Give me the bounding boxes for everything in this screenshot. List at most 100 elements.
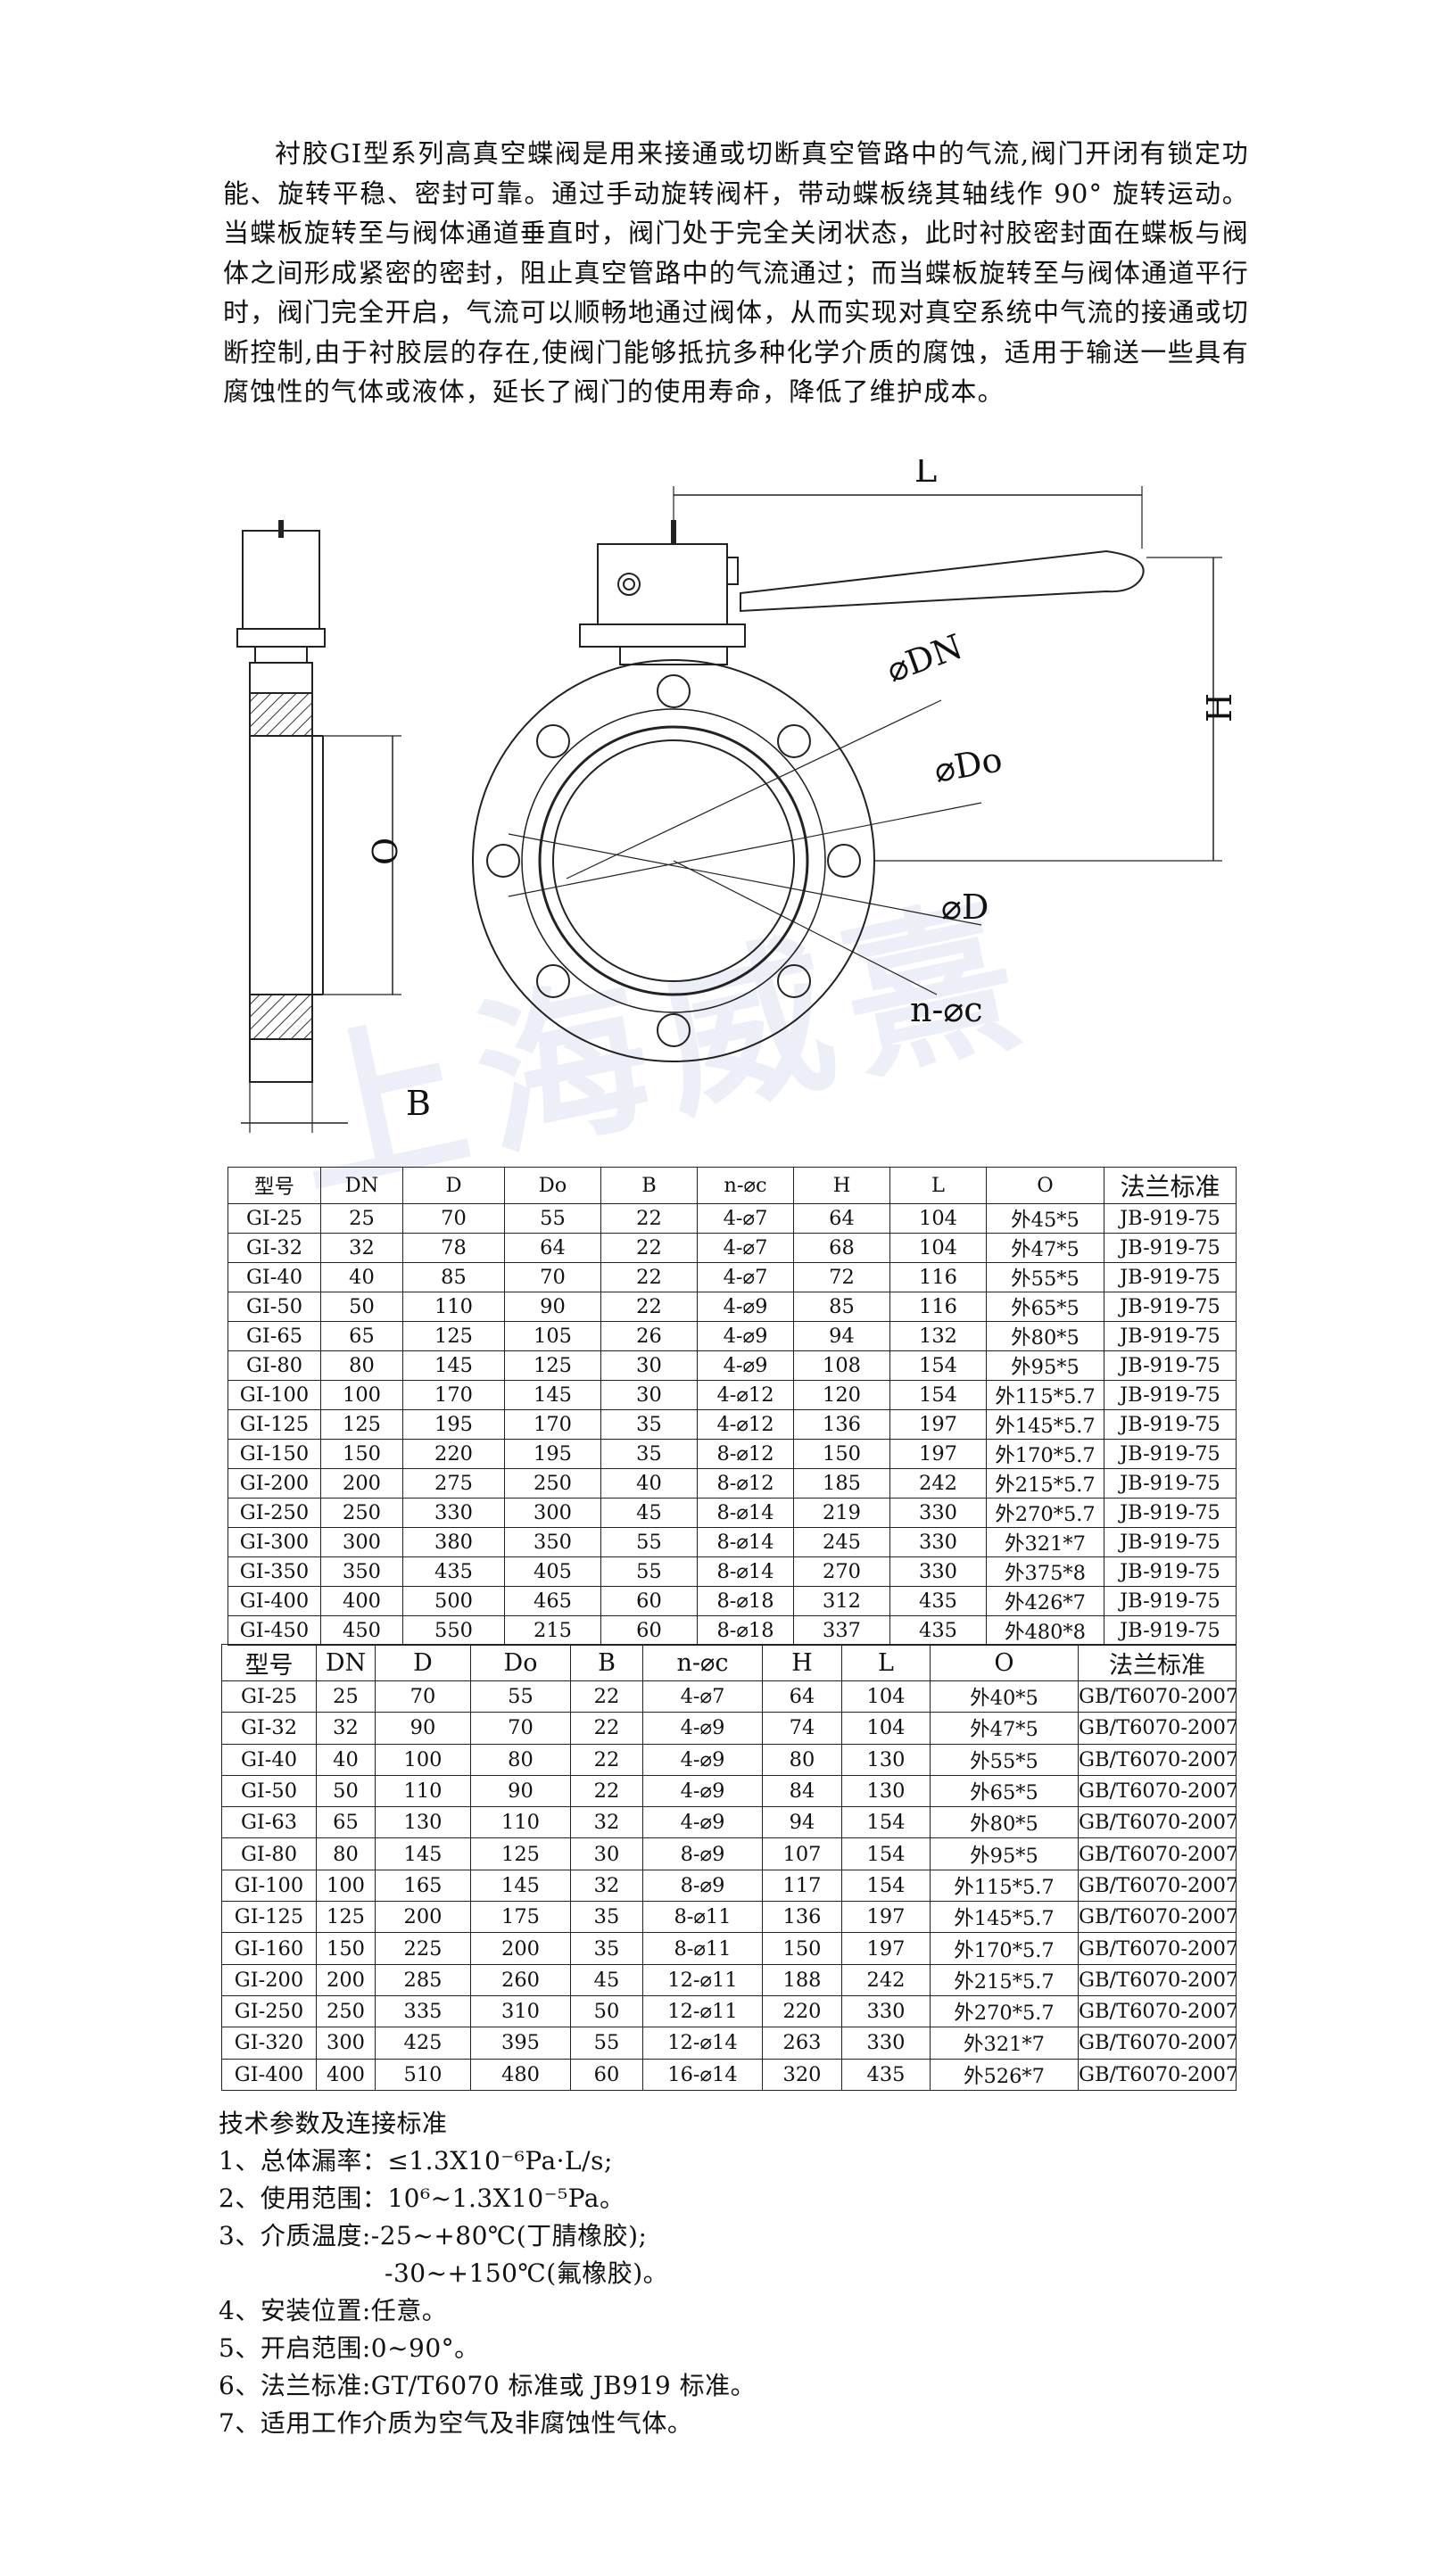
table-cell: GB/T6070-2007 xyxy=(1078,1869,1237,1903)
table-cell: 4-⌀12 xyxy=(697,1409,794,1440)
table-cell: 90 xyxy=(470,1774,571,1808)
table-cell: 435 xyxy=(841,2058,931,2091)
table-cell: 84 xyxy=(762,1774,842,1808)
table-cell: JB-919-75 xyxy=(1104,1527,1237,1557)
table-cell: 125 xyxy=(402,1321,505,1351)
table-cell: 465 xyxy=(504,1586,601,1616)
column-header: 法兰标准 xyxy=(1078,1644,1237,1681)
table-cell: 170 xyxy=(402,1380,505,1410)
table-cell: 外65*5 xyxy=(986,1292,1104,1322)
table-cell: 197 xyxy=(889,1409,987,1440)
table-cell: 120 xyxy=(793,1380,890,1410)
table-cell: 55 xyxy=(600,1527,698,1557)
table-cell: 外80*5 xyxy=(986,1321,1104,1351)
table-cell: 4-⌀9 xyxy=(642,1743,763,1776)
table-cell: GI-32 xyxy=(221,1712,317,1745)
table-cell: 80 xyxy=(316,1837,376,1870)
table-cell: JB-919-75 xyxy=(1104,1409,1237,1440)
column-header: Do xyxy=(504,1167,601,1204)
table-cell: 250 xyxy=(320,1498,403,1528)
table-cell: 450 xyxy=(320,1615,403,1646)
column-header: D xyxy=(375,1644,471,1681)
table-cell: 154 xyxy=(889,1350,987,1381)
column-header: B xyxy=(570,1644,643,1681)
table-cell: 55 xyxy=(504,1203,601,1234)
table-cell: 185 xyxy=(793,1468,890,1499)
table-cell: 60 xyxy=(600,1586,698,1616)
table-cell: GB/T6070-2007 xyxy=(1078,1743,1237,1776)
table-cell: 400 xyxy=(320,1586,403,1616)
tech-item: 5、开启范围:0~90°。 xyxy=(219,2333,480,2363)
table-cell: 4-⌀9 xyxy=(642,1774,763,1808)
table-cell: 215 xyxy=(504,1615,601,1646)
table-cell: 8-⌀14 xyxy=(697,1498,794,1528)
tech-specs-title: 技术参数及连接标准 xyxy=(219,2109,448,2138)
table-cell: 330 xyxy=(841,1994,931,2028)
tech-specs: 技术参数及连接标准 1、总体漏率：≤1.3X10⁻⁶Pa·L/s; 2、使用范围… xyxy=(219,2105,1245,2442)
table-cell: 200 xyxy=(316,1963,376,1996)
table-cell: GI-200 xyxy=(221,1963,317,1996)
table-cell: GI-65 xyxy=(228,1321,321,1351)
table-cell: 108 xyxy=(793,1350,890,1381)
column-header: 型号 xyxy=(228,1167,321,1204)
table-cell: GB/T6070-2007 xyxy=(1078,1712,1237,1745)
table-cell: 350 xyxy=(504,1527,601,1557)
table-cell: GB/T6070-2007 xyxy=(1078,1806,1237,1839)
table-cell: 200 xyxy=(375,1901,471,1934)
table-cell: 150 xyxy=(316,1932,376,1965)
table-cell: GI-300 xyxy=(228,1527,321,1557)
table-cell: 425 xyxy=(375,2027,471,2060)
table-cell: 外115*5.7 xyxy=(930,1869,1079,1903)
label-b: B xyxy=(406,1084,431,1123)
table-cell: 80 xyxy=(762,1743,842,1776)
table-cell: 外80*5 xyxy=(930,1806,1079,1839)
table-cell: 125 xyxy=(504,1350,601,1381)
table-cell: GI-320 xyxy=(221,2027,317,2060)
table-cell: GB/T6070-2007 xyxy=(1078,1932,1237,1965)
table-cell: 242 xyxy=(841,1963,931,1996)
table-cell: 70 xyxy=(504,1262,601,1292)
table-cell: JB-919-75 xyxy=(1104,1498,1237,1528)
table-cell: 40 xyxy=(316,1743,376,1776)
table-cell: 22 xyxy=(600,1203,698,1234)
table-cell: 350 xyxy=(320,1556,403,1587)
table-cell: JB-919-75 xyxy=(1104,1203,1237,1234)
table-cell: 外55*5 xyxy=(930,1743,1079,1776)
table-cell: 16-⌀14 xyxy=(642,2058,763,2091)
tech-item: 6、法兰标准:GT/T6070 标准或 JB919 标准。 xyxy=(219,2371,757,2400)
column-header: L xyxy=(889,1167,987,1204)
table-cell: JB-919-75 xyxy=(1104,1321,1237,1351)
tech-item: 3、介质温度:-25~+80℃(丁腈橡胶); xyxy=(219,2221,648,2250)
table-cell: GB/T6070-2007 xyxy=(1078,1963,1237,1996)
label-do: ⌀Do xyxy=(931,739,1005,790)
tech-item: 2、使用范围：10⁶~1.3X10⁻⁵Pa。 xyxy=(219,2184,625,2213)
table-cell: 外270*5.7 xyxy=(930,1994,1079,2028)
table-cell: 30 xyxy=(570,1837,643,1870)
table-cell: 150 xyxy=(762,1932,842,1965)
table-cell: 35 xyxy=(600,1409,698,1440)
side-view xyxy=(236,520,401,1133)
table-cell: 105 xyxy=(504,1321,601,1351)
table-cell: GI-125 xyxy=(228,1409,321,1440)
table-cell: JB-919-75 xyxy=(1104,1439,1237,1469)
table-cell: 188 xyxy=(762,1963,842,1996)
table-cell: 104 xyxy=(889,1203,987,1234)
table-cell: 外47*5 xyxy=(930,1712,1079,1745)
table-cell: 4-⌀7 xyxy=(697,1203,794,1234)
table-cell: 110 xyxy=(402,1292,505,1322)
table-cell: 25 xyxy=(320,1203,403,1234)
table-cell: GI-200 xyxy=(228,1468,321,1499)
table-cell: GI-80 xyxy=(221,1837,317,1870)
table-cell: 外426*7 xyxy=(986,1586,1104,1616)
